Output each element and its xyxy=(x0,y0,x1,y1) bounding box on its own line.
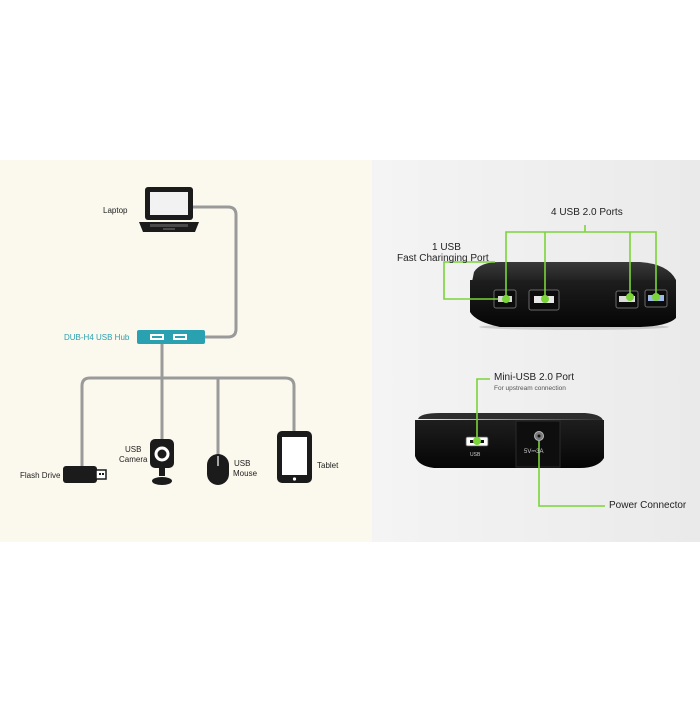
usb-camera-icon xyxy=(150,439,174,485)
flash-drive-label: Flash Drive xyxy=(20,471,61,480)
tablet-icon xyxy=(277,431,312,483)
mini-usb-label: Mini-USB 2.0 Port xyxy=(494,372,575,383)
hub-label: DUB-H4 USB Hub xyxy=(64,333,130,342)
tablet-label: Tablet xyxy=(317,461,339,470)
flash-drive-icon xyxy=(63,466,107,483)
power-label: Power Connector xyxy=(609,500,687,511)
usb-mouse-icon xyxy=(207,454,229,485)
power-mark-label: 5V⎓3A xyxy=(524,449,544,455)
back-callouts xyxy=(476,378,605,507)
ports-bracket-line xyxy=(505,231,657,297)
ports-title-label: 4 USB 2.0 Ports xyxy=(551,207,623,218)
mini-usb-sublabel: For upstream connection xyxy=(494,385,566,392)
hub-back-face xyxy=(415,420,604,468)
usb-mark-label: USB xyxy=(470,452,481,458)
power-line xyxy=(538,441,605,507)
fast-port-line xyxy=(443,261,498,300)
device-bus-line xyxy=(80,376,296,472)
usb-camera-label-line2: Camera xyxy=(119,455,148,464)
right-panel-background xyxy=(372,160,700,542)
hub-top-view xyxy=(470,262,676,330)
back-callout-dots xyxy=(473,437,481,445)
laptop-to-hub-line xyxy=(188,205,238,339)
mini-usb-line xyxy=(476,378,490,440)
port-callouts xyxy=(443,225,657,300)
laptop-icon xyxy=(139,187,199,232)
hub-back-view xyxy=(415,413,604,468)
usb-mouse-label-line1: USB xyxy=(234,459,251,468)
fast-port-label-line2: Fast Charinging Port xyxy=(397,253,489,264)
usb-camera-label-line1: USB xyxy=(125,445,142,454)
usb-mouse-label-line2: Mouse xyxy=(233,469,258,478)
connector-lines xyxy=(80,205,296,472)
hub-icon xyxy=(137,330,205,344)
fast-port-label-line1: 1 USB xyxy=(432,242,461,253)
port-callout-dots xyxy=(502,293,660,303)
laptop-label: Laptop xyxy=(103,206,128,215)
